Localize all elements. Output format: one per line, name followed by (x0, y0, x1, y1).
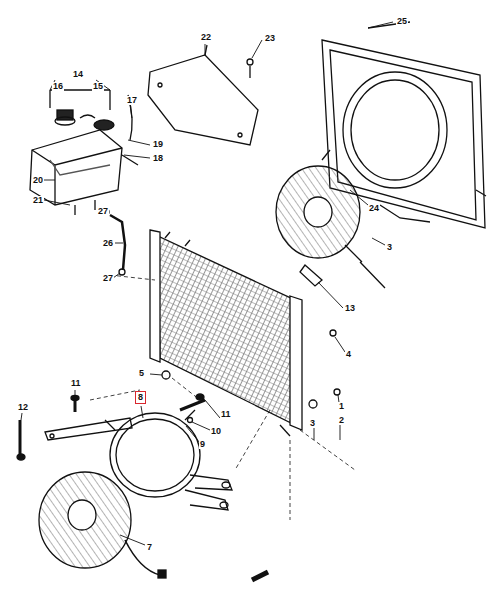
callout-number: 17 (126, 96, 138, 105)
callout-number: 20 (32, 176, 44, 185)
grommet (252, 572, 268, 580)
callout-number: 18 (152, 154, 164, 163)
callout-number: 11 (70, 379, 82, 388)
bolt (180, 400, 205, 410)
assembly-line (90, 275, 355, 520)
callout-number: 16 (52, 82, 64, 91)
mounting-plate (148, 45, 258, 145)
upper-fan (276, 166, 385, 288)
highlight-box: 8 (135, 391, 146, 404)
callout-number: 27 (97, 207, 109, 216)
callout-number: 9 (199, 440, 206, 449)
callout-number: 1 (338, 402, 345, 411)
callout-number: 8 (136, 392, 145, 403)
callout-number: 5 (138, 369, 145, 378)
callout-number: 24 (368, 204, 380, 213)
callout-number: 23 (264, 34, 276, 43)
callout-number: 12 (17, 403, 29, 412)
callout-number: 15 (92, 82, 104, 91)
callout-number: 11 (220, 410, 232, 419)
nut (196, 394, 204, 400)
bolt (247, 59, 253, 65)
fan-bracket (17, 396, 132, 461)
bolt (249, 66, 250, 78)
lower-fan (39, 472, 166, 578)
callout-number: 3 (309, 419, 316, 428)
clamp (119, 269, 125, 275)
callout-number: 14 (72, 70, 84, 79)
callout-number: 10 (210, 427, 222, 436)
callout-number: 22 (200, 33, 212, 42)
callout-number: 3 (386, 243, 393, 252)
washer (188, 418, 193, 423)
callout-number: 13 (344, 304, 356, 313)
callout-number: 7 (146, 543, 153, 552)
callout-number: 26 (102, 239, 114, 248)
callout-number: 25 (396, 17, 408, 26)
callout-number: 21 (32, 196, 44, 205)
callout-number: 19 (152, 140, 164, 149)
callout-number: 4 (345, 350, 352, 359)
callout-number: 2 (338, 416, 345, 425)
leader-line (21, 22, 393, 545)
callout-number: 27 (102, 274, 114, 283)
radiator (150, 230, 340, 436)
coolant-reservoir (30, 90, 138, 215)
